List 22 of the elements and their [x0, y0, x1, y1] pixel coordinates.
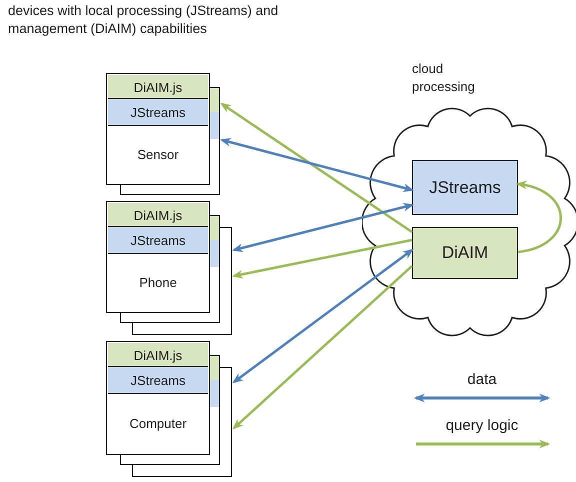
component-box: JStreams [412, 160, 518, 215]
group-title: cloud processing [412, 60, 476, 96]
device-stack [106, 341, 234, 479]
layer-box: JStreams [108, 98, 208, 126]
device-stack [106, 201, 234, 337]
arrow [232, 238, 412, 279]
arrow [516, 181, 562, 254]
arrow [220, 102, 413, 234]
device-stack [106, 73, 222, 197]
layer-box: DiAIM.js [108, 203, 208, 227]
legend-label: data [466, 370, 498, 390]
double-arrow [232, 202, 414, 252]
component-box: DiAIM [412, 227, 518, 279]
double-arrow [232, 248, 414, 384]
double-arrow [220, 138, 414, 192]
layer-box: DiAIM.js [108, 75, 208, 99]
layer-box: JStreams [108, 226, 208, 254]
layer-box: DiAIM.js [108, 343, 208, 367]
layer-box: JStreams [108, 366, 208, 394]
note-text: devices with local processing (JStreams) and management (DiAIM) capabilities [8, 2, 280, 38]
legend-label: query logic [444, 416, 520, 436]
arrow [232, 265, 413, 430]
